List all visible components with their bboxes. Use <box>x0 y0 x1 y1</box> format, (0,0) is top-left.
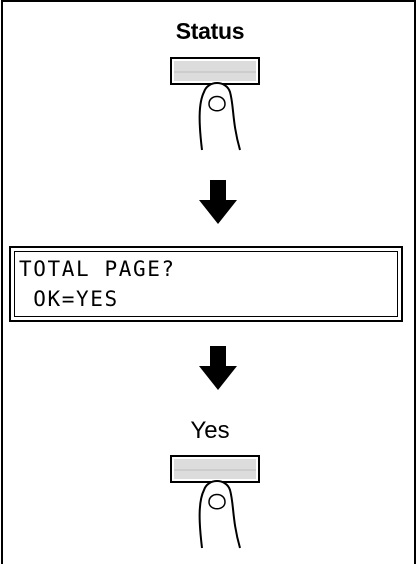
lcd-display-inner: TOTAL PAGE? OK=YES <box>14 251 398 317</box>
down-arrow-icon <box>199 180 237 224</box>
down-arrow-icon <box>199 346 237 390</box>
lcd-line-2: OK=YES <box>19 287 119 311</box>
yes-button-label: Yes <box>190 417 230 444</box>
hand-press-icon <box>198 82 241 151</box>
yes-button[interactable] <box>170 455 260 483</box>
status-button[interactable] <box>170 57 260 85</box>
hand-press-icon <box>198 480 241 549</box>
lcd-line-1: TOTAL PAGE? <box>19 257 176 281</box>
status-button-label: Status <box>175 18 245 44</box>
lcd-display: TOTAL PAGE? OK=YES <box>9 246 403 322</box>
